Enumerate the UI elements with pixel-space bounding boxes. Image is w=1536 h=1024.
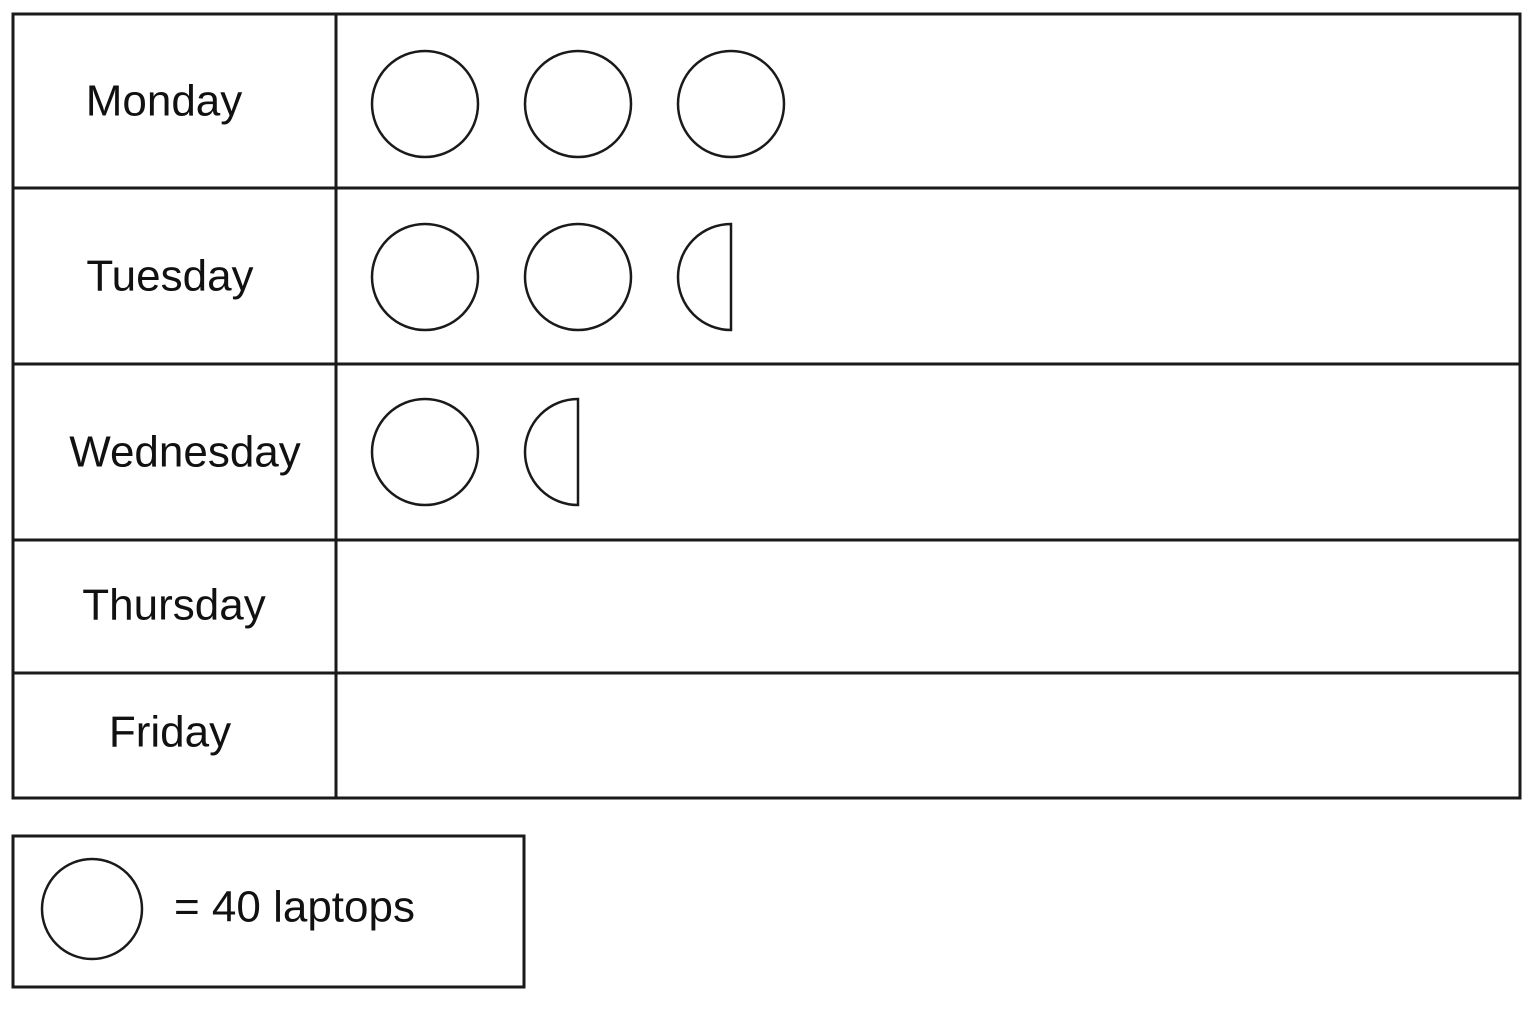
row-label-thursday: Thursday [82,581,265,630]
circle-icon-monday [523,49,633,159]
pictograph-icons [370,49,786,507]
table-frame [11,12,1522,800]
row-label-wednesday: Wednesday [69,428,301,477]
circle-icon-wednesday [370,397,480,507]
circle-icon-tuesday [523,222,633,332]
legend-box [11,834,526,989]
row-label-monday: Monday [86,77,243,126]
circle-icon-monday [676,49,786,159]
legend-text: = 40 laptops [174,883,415,932]
circle-icon-tuesday [370,222,480,332]
row-label-tuesday: Tuesday [86,252,253,301]
half-circle-icon-tuesday [676,222,733,332]
row-label-friday: Friday [109,708,231,757]
half-circle-icon-wednesday [523,397,580,507]
circle-icon-monday [370,49,480,159]
legend-circle-icon [40,857,144,961]
